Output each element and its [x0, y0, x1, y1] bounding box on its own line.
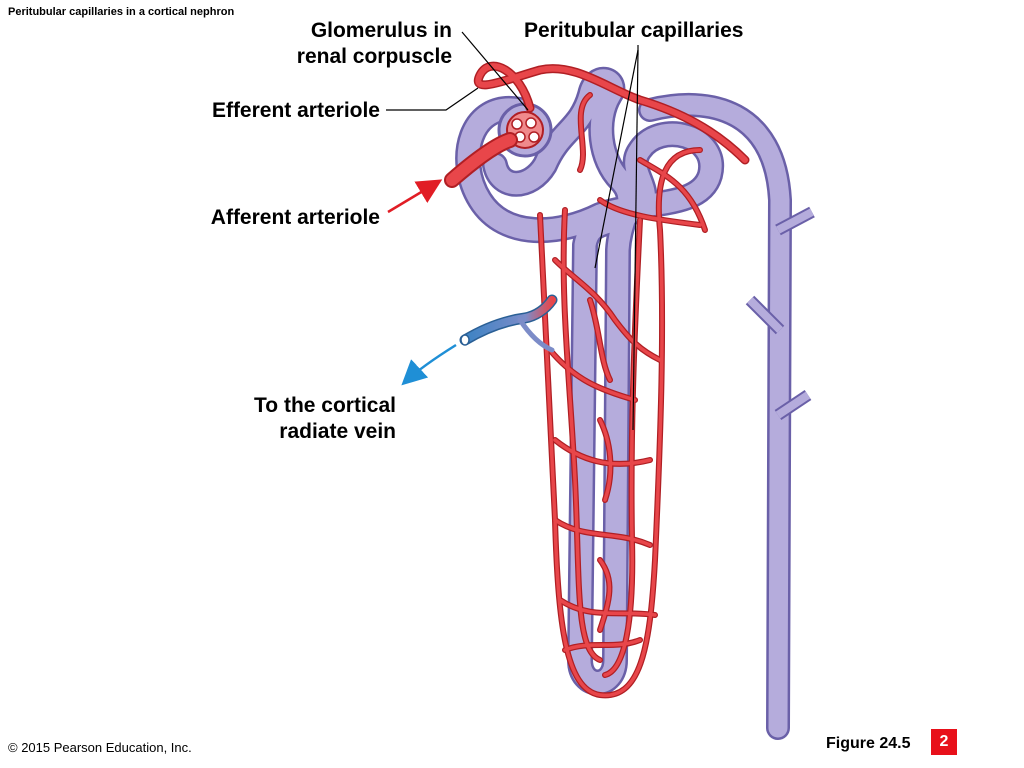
copyright: © 2015 Pearson Education, Inc.	[8, 740, 192, 755]
afferent-flow-arrow	[387, 179, 443, 214]
nephron-tubule	[455, 67, 725, 696]
peritubular-label: Peritubular capillaries	[524, 19, 744, 42]
efferent-label: Efferent arteriole	[211, 99, 380, 122]
figure-number: Figure 24.5	[826, 735, 911, 752]
glomerulus-label-line2: renal corpuscle	[296, 45, 452, 68]
vein-flow-arrow	[401, 343, 457, 386]
glomerulus-label: Glomerulus in renal corpuscle	[262, 18, 452, 70]
leader-lines	[386, 31, 639, 431]
vein-label-line2: radiate vein	[279, 420, 396, 443]
vein-label: To the cortical radiate vein	[226, 393, 396, 445]
afferent-arteriole	[444, 132, 518, 188]
afferent-label: Afferent arteriole	[210, 206, 380, 229]
glomerulus-label-line1: Glomerulus in	[310, 19, 452, 42]
page-header: Peritubular capillaries in a cortical ne…	[8, 6, 235, 18]
venule	[459, 294, 558, 353]
peritubular-capillary-network	[537, 92, 708, 699]
vein-label-line1: To the cortical	[254, 394, 396, 417]
page-badge[interactable]: 2	[931, 729, 957, 755]
collecting-duct	[638, 92, 815, 740]
